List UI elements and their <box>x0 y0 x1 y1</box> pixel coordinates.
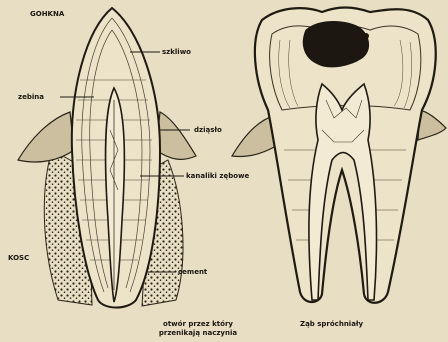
label-bone: KOSC <box>8 254 29 262</box>
molar-pulp <box>309 84 377 300</box>
gum-right <box>156 112 196 159</box>
label-dentin: zebina <box>18 93 44 101</box>
label-top-left: GOHKNA <box>30 10 64 18</box>
label-cement: cement <box>178 268 207 276</box>
caption-left-line2: przenikają naczynia <box>138 329 258 337</box>
label-enamel: szkliwo <box>162 48 191 56</box>
label-canal: kanaliki zębowe <box>186 172 249 180</box>
molar-section <box>232 8 446 303</box>
decay-cavity <box>303 22 368 67</box>
caption-left-line1: otwór przez który <box>138 320 258 328</box>
gum-left <box>18 112 74 162</box>
label-gum: dziąsło <box>194 126 222 134</box>
caption-right: Ząb spróchniały <box>300 320 363 328</box>
